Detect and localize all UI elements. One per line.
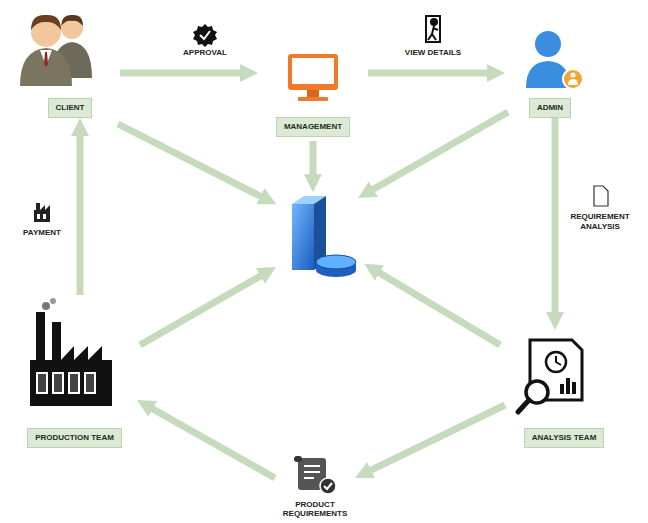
node-label: MANAGEMENT bbox=[276, 117, 350, 137]
actor-node: ADMIN bbox=[505, 20, 595, 118]
view-details-icon bbox=[426, 16, 440, 42]
node-label: ADMIN bbox=[529, 98, 571, 118]
team-node: ANALYSIS TEAM bbox=[505, 330, 623, 448]
client-icon bbox=[20, 15, 92, 86]
flow-arrow bbox=[368, 70, 489, 77]
artifact-node: PRODUCT REQUIREMENTS bbox=[275, 450, 355, 518]
monitor-icon bbox=[288, 54, 338, 101]
flow-arrow bbox=[552, 118, 559, 314]
admin-icon bbox=[526, 31, 583, 89]
edge-label: VIEW DETAILS bbox=[393, 48, 473, 58]
node-label: CLIENT bbox=[48, 98, 93, 118]
approval-icon bbox=[193, 24, 217, 47]
flow-arrow bbox=[151, 408, 275, 478]
database-icon bbox=[292, 196, 356, 277]
actor-node: CLIENT bbox=[20, 2, 120, 118]
flow-arrow bbox=[120, 70, 242, 77]
edge-label: REQUIREMENT ANALYSIS bbox=[565, 212, 635, 232]
document-icon bbox=[594, 186, 608, 206]
factory-icon bbox=[30, 298, 112, 406]
actor-node: MANAGEMENT bbox=[258, 42, 368, 137]
artifact-label: PRODUCT REQUIREMENTS bbox=[280, 500, 350, 518]
flow-arrow bbox=[370, 405, 505, 471]
edge-label: PAYMENT bbox=[20, 228, 64, 238]
flow-arrow bbox=[77, 134, 84, 295]
team-node: PRODUCTION TEAM bbox=[12, 295, 137, 448]
edge-label: APPROVAL bbox=[170, 48, 240, 58]
node-label: PRODUCTION TEAM bbox=[27, 428, 122, 448]
analysis-icon bbox=[518, 340, 582, 412]
payment-icon bbox=[34, 203, 50, 222]
node-label: ANALYSIS TEAM bbox=[524, 428, 605, 448]
database-arrows bbox=[118, 112, 508, 345]
requirements-icon bbox=[294, 456, 336, 494]
